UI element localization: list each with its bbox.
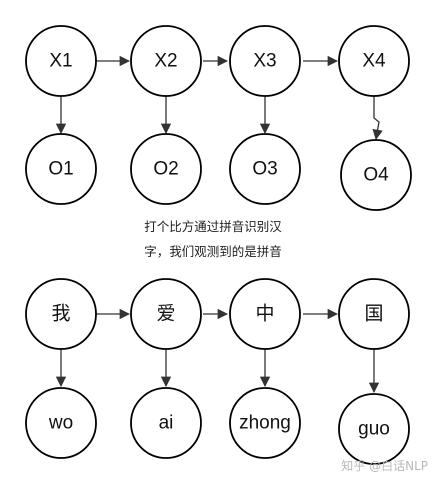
- node-label: 中: [255, 303, 274, 325]
- node-label: O2: [153, 159, 178, 180]
- top-hidden-node-1: X1: [25, 25, 97, 97]
- watermark-text: 知乎 @白话NLP: [341, 458, 428, 473]
- bottom-observation-node-3: zhong: [229, 387, 301, 459]
- bottom-observation-node-4: guo: [338, 393, 410, 465]
- node-label: 国: [364, 304, 383, 325]
- top-observation-node-1: O1: [25, 133, 97, 205]
- node-label: O1: [48, 159, 73, 180]
- node-label: zhong: [239, 413, 291, 434]
- node-label: X4: [362, 51, 386, 72]
- bottom-hidden-node-2: 爱: [130, 278, 202, 350]
- node-label: O3: [252, 159, 277, 180]
- top-observation-node-4: O4: [340, 139, 412, 211]
- bottom-hidden-node-3: 中: [229, 278, 301, 350]
- bottom-hidden-node-1: 我: [25, 278, 97, 350]
- top-observation-node-2: O2: [130, 133, 202, 205]
- node-label: guo: [358, 419, 390, 440]
- bottom-observation-node-1: wo: [25, 387, 97, 459]
- caption-line-2: 字，我们观测到的是拼音: [144, 244, 282, 259]
- top-hidden-node-4: X4: [338, 25, 410, 97]
- node-label: X3: [253, 51, 276, 72]
- node-label: 爱: [156, 303, 175, 325]
- bottom-observation-node-2: ai: [130, 387, 202, 459]
- node-label: wo: [48, 413, 73, 434]
- node-label: ai: [159, 413, 174, 434]
- node-label: X1: [49, 51, 72, 72]
- top-hidden-node-2: X2: [130, 25, 202, 97]
- bottom-hidden-node-4: 国: [338, 278, 410, 350]
- node-label: X2: [154, 51, 177, 72]
- caption-line-1: 打个比方通过拼音识别汉: [144, 219, 282, 234]
- node-label: O4: [363, 165, 389, 186]
- top-observation-node-3: O3: [229, 133, 301, 205]
- top-hidden-node-3: X3: [229, 25, 301, 97]
- top-emission-edge-4: [372, 96, 383, 141]
- node-label: 我: [51, 303, 70, 325]
